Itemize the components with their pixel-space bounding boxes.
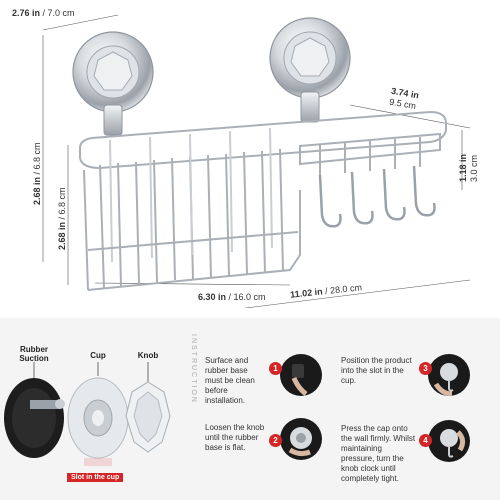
- step-4-number: 4: [419, 434, 432, 447]
- dim-top-width: 2.76 in / 7.0 cm: [12, 8, 75, 18]
- step-2-image: [280, 418, 322, 460]
- slot-in-cup-label: Slot in the cup: [67, 473, 124, 482]
- dim-height-inner-sep: /: [57, 214, 67, 222]
- dim-height-outer-in: 2.68 in: [32, 176, 42, 205]
- cup-icon: [67, 377, 129, 466]
- step-4-text: Press the cap onto the wall firmly. Whil…: [341, 424, 416, 483]
- dim-top-width-sep: /: [40, 8, 48, 18]
- rubber-suction-icon: [4, 378, 65, 458]
- suction-parts-illustration: [4, 362, 171, 466]
- suction-cup-left: [72, 31, 154, 136]
- caddy-illustration: [42, 14, 471, 321]
- knob-icon: [125, 381, 171, 453]
- dim-height-outer-sep: /: [32, 169, 42, 177]
- step-2-number: 2: [269, 434, 282, 447]
- dim-height-outer: 2.68 in / 6.8 cm: [32, 142, 42, 205]
- step-1-image: [280, 354, 322, 396]
- dim-depth: 3.74 in 9.5 cm: [388, 86, 419, 113]
- product-dimension-diagram: 2.76 in / 7.0 cm 2.68 in / 6.8 cm 2.68 i…: [12, 8, 480, 321]
- wire-basket: [79, 110, 447, 291]
- part-label-rubber-suction: Rubber Suction: [19, 345, 49, 363]
- part-label-cup: Cup: [90, 351, 106, 360]
- step-4-image: [428, 420, 470, 462]
- instruction-side-word: INSTRUCTION: [190, 334, 197, 404]
- dim-basket-width-cm: 16.0 cm: [233, 292, 266, 302]
- dim-height-inner-in: 2.68 in: [57, 221, 67, 250]
- step-3-image: [428, 354, 470, 396]
- step-3-number: 3: [419, 362, 432, 375]
- step-3-text: Position the product into the slot in th…: [341, 356, 412, 385]
- dim-hook-height-in: 1.18 in: [458, 153, 468, 182]
- step-2-text: Loosen the knob until the rubber base is…: [205, 423, 265, 452]
- step-1-number: 1: [269, 362, 282, 375]
- dim-basket-width-sep: /: [226, 292, 234, 302]
- dim-height-outer-cm: 6.8 cm: [32, 142, 42, 170]
- step-1-text: Surface and rubber base must be clean be…: [205, 356, 255, 405]
- dim-hook-height-cm: 3.0 cm: [469, 154, 479, 182]
- hooks: [318, 165, 436, 228]
- dim-height-inner-cm: 6.8 cm: [57, 187, 67, 215]
- dim-height-inner: 2.68 in / 6.8 cm: [57, 187, 67, 250]
- dim-basket-width-in: 6.30 in: [198, 292, 227, 302]
- part-label-knob: Knob: [137, 351, 159, 360]
- dim-hook-height: 1.18 in 3.0 cm: [458, 154, 480, 182]
- suction-cup-right: [269, 17, 351, 123]
- dim-top-width-in: 2.76 in: [12, 8, 41, 18]
- dim-top-width-cm: 7.0 cm: [47, 8, 75, 18]
- dim-basket-width: 6.30 in / 16.0 cm: [198, 292, 266, 302]
